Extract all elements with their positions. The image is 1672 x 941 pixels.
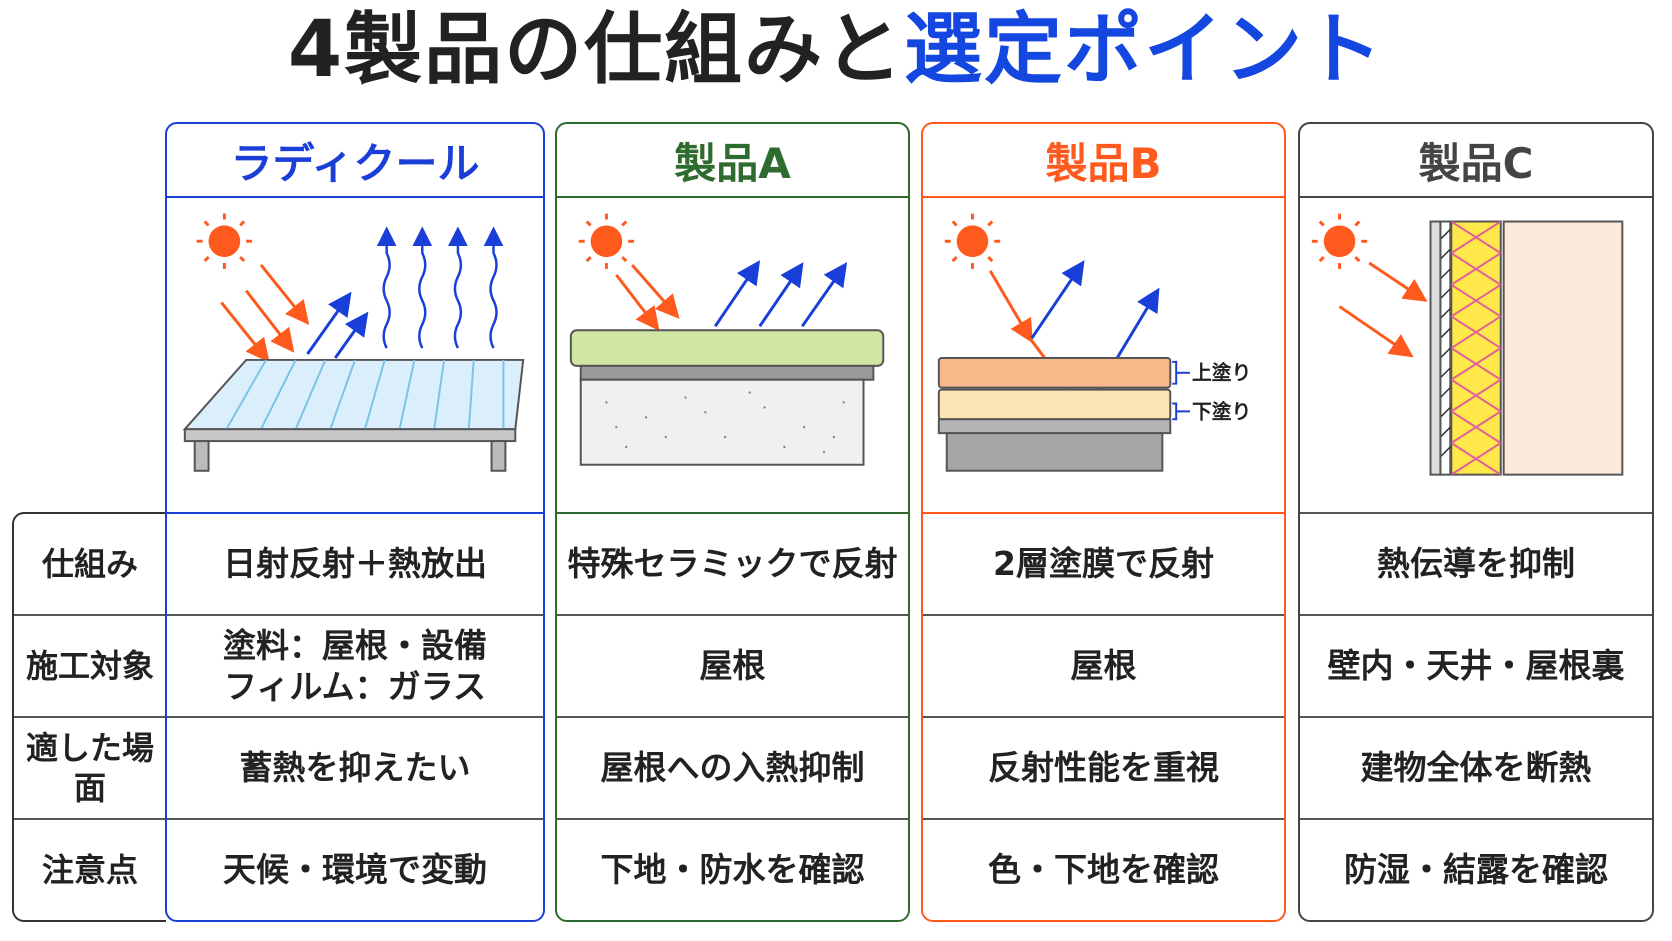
target-cell: 塗料：屋根・設備 フィルム：ガラス <box>167 616 543 716</box>
row-label-mechanism: 仕組み <box>41 545 138 583</box>
column-product-a: 製品A <box>555 122 910 922</box>
scene-cell: 屋根への入熱抑制 <box>600 748 865 788</box>
mechanism-cell: 2層塗膜で反射 <box>993 544 1214 584</box>
page-title: 4製品の仕組みと選定ポイント <box>0 4 1672 98</box>
radicool-illustration <box>167 198 543 512</box>
sun-icon <box>196 213 253 269</box>
product-b-illustration: 上塗り 下塗り <box>923 198 1284 512</box>
target-cell: 屋根 <box>699 646 766 686</box>
mechanism-cell: 特殊セラミックで反射 <box>567 544 898 584</box>
caution-cell: 天候・環境で変動 <box>223 850 487 890</box>
target-line-film: フィルム：ガラス <box>223 667 487 706</box>
column-title: ラディクール <box>167 124 543 198</box>
product-a-illustration <box>557 198 908 512</box>
scene-cell: 蓄熱を抑えたい <box>239 748 471 788</box>
title-main: 4製品の仕組みと <box>287 5 905 95</box>
column-product-b: 製品B <box>921 122 1286 922</box>
radicool-diagram <box>182 213 525 472</box>
caution-cell: 防湿・結露を確認 <box>1344 850 1608 890</box>
coating-layers <box>937 356 1172 472</box>
column-title: 製品C <box>1300 124 1652 198</box>
row-header-column: 仕組み 施工対象 適した場面 注意点 <box>12 512 166 922</box>
product-b-diagram: 上塗り 下塗り <box>937 213 1251 472</box>
sun-icon <box>944 213 1001 269</box>
column-title: 製品A <box>557 124 908 198</box>
product-a-diagram <box>569 213 885 466</box>
product-c-diagram <box>1311 213 1624 476</box>
caution-cell: 下地・防水を確認 <box>600 850 865 890</box>
target-cell: 屋根 <box>1070 646 1137 686</box>
column-radicool: ラディクール <box>165 122 545 922</box>
title-accent: 選定ポイント <box>904 5 1385 95</box>
product-c-illustration <box>1300 198 1652 512</box>
sun-icon <box>578 213 635 269</box>
mechanism-cell: 日射反射＋熱放出 <box>223 544 487 584</box>
roof-layers <box>569 329 885 466</box>
scene-cell: 建物全体を断熱 <box>1360 748 1592 788</box>
sun-icon <box>1311 213 1368 269</box>
scene-cell: 反射性能を重視 <box>988 748 1219 788</box>
column-product-c: 製品C <box>1298 122 1654 922</box>
target-line-paint: 塗料：屋根・設備 <box>223 625 487 665</box>
target-cell: 壁内・天井・屋根裏 <box>1327 646 1625 686</box>
column-title: 製品B <box>923 124 1284 198</box>
layer-label-top: 上塗り <box>1192 362 1251 385</box>
layer-label-bottom: 下塗り <box>1192 400 1251 423</box>
row-label-caution: 注意点 <box>41 851 138 889</box>
wall-section <box>1429 220 1624 476</box>
mechanism-cell: 熱伝導を抑制 <box>1377 544 1575 584</box>
row-label-scene: 適した場面 <box>25 729 154 807</box>
caution-cell: 色・下地を確認 <box>988 850 1219 890</box>
roof-panel <box>182 358 525 472</box>
row-label-target: 施工対象 <box>25 647 154 685</box>
